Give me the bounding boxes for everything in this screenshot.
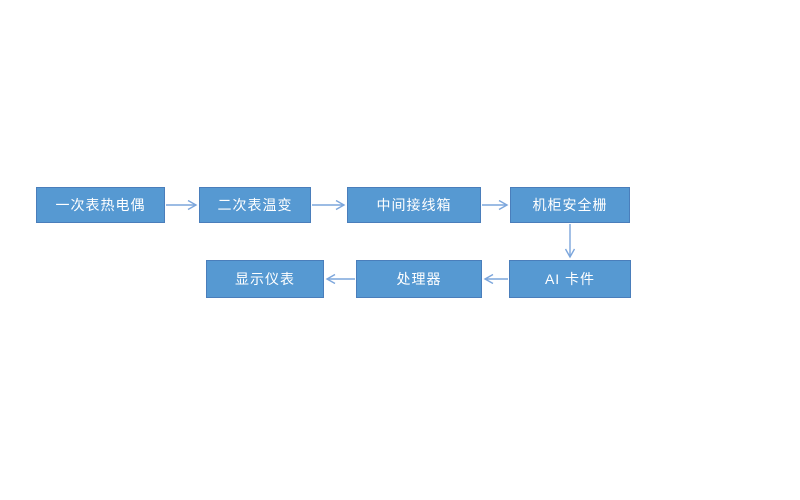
node-cabinet-safety-barrier: 机柜安全栅 (510, 187, 630, 223)
node-ai-card: AI 卡件 (509, 260, 631, 298)
node-display-instrument: 显示仪表 (206, 260, 324, 298)
node-primary-thermocouple: 一次表热电偶 (36, 187, 165, 223)
node-processor: 处理器 (356, 260, 482, 298)
node-junction-box: 中间接线箱 (347, 187, 481, 223)
node-secondary-transmitter: 二次表温变 (199, 187, 311, 223)
